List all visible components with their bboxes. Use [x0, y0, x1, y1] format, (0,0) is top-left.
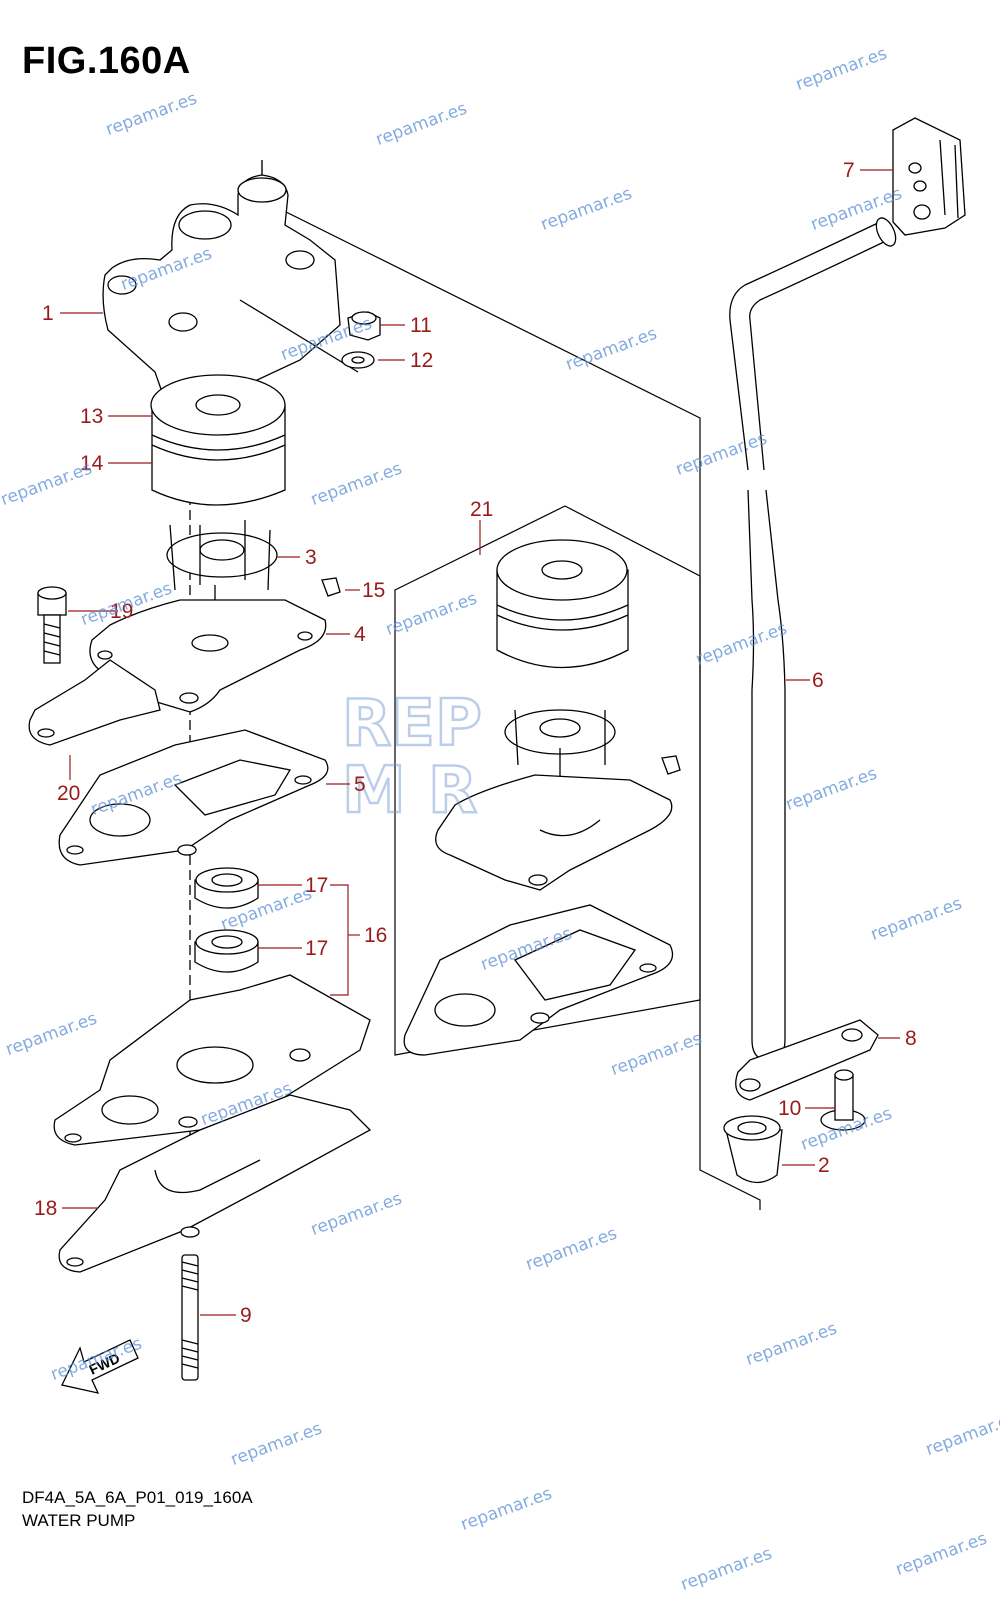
repamar-logo: REP M R	[341, 686, 483, 830]
callout-17a: 17	[305, 874, 328, 897]
callout-16: 16	[364, 924, 387, 947]
callout-10: 10	[778, 1097, 801, 1120]
callout-5: 5	[354, 773, 366, 796]
bolt	[37, 586, 67, 664]
figure-label: FIG.160A	[22, 40, 191, 82]
stud-bolt	[181, 1254, 199, 1381]
pump-plate	[89, 599, 327, 713]
case-gasket	[58, 729, 329, 866]
grommet	[892, 117, 966, 236]
logo-line2: M R	[342, 754, 477, 828]
callout-1: 1	[42, 302, 54, 325]
callout-9: 9	[240, 1304, 252, 1327]
tube-retainer	[735, 1019, 879, 1101]
callout-11: 11	[410, 314, 432, 337]
washer-hole	[351, 356, 365, 364]
callout-17b: 17	[305, 937, 328, 960]
diagram-code: DF4A_5A_6A_P01_019_160A	[22, 1488, 253, 1507]
impeller-insert	[150, 374, 286, 506]
impeller	[166, 520, 278, 620]
callout-20: 20	[57, 782, 80, 805]
logo-line1: REP	[342, 687, 482, 761]
plate-gasket	[28, 659, 161, 746]
callout-18: 18	[34, 1197, 57, 1220]
kit-insert	[496, 539, 629, 669]
callout-13: 13	[80, 405, 103, 428]
oil-seal-upper	[194, 867, 259, 909]
plate-gasket-hole	[37, 728, 55, 738]
callout-3: 3	[305, 546, 317, 569]
pump-case	[102, 174, 359, 393]
oil-seal-lower	[194, 929, 259, 973]
callout-19: 19	[110, 600, 133, 623]
callout-7: 7	[843, 159, 855, 182]
callout-numbers: 1 2 3 4 5 6 7 8 9 10 11 12 13 14 15 16 1…	[34, 159, 917, 1327]
seal-housing	[53, 974, 371, 1146]
retainer-bolt	[820, 1069, 866, 1131]
callout-2: 2	[818, 1154, 830, 1177]
key	[321, 577, 341, 597]
kit-gasket	[403, 904, 674, 1056]
callout-12: 12	[410, 349, 433, 372]
callout-leaders	[60, 169, 900, 1316]
tube-grommet	[723, 1115, 783, 1184]
callout-6: 6	[812, 669, 824, 692]
kit-plate	[435, 774, 673, 891]
callout-21: 21	[470, 498, 493, 521]
kit-key	[661, 755, 681, 775]
callout-14: 14	[80, 452, 104, 475]
diagram-title: WATER PUMP	[22, 1511, 136, 1530]
nut	[347, 311, 381, 341]
kit-frame-21	[394, 505, 701, 1056]
callout-4: 4	[354, 623, 366, 646]
callout-8: 8	[905, 1027, 917, 1050]
housing-gasket	[58, 1094, 372, 1273]
callout-15: 15	[362, 579, 385, 602]
kit-impeller	[504, 709, 616, 790]
